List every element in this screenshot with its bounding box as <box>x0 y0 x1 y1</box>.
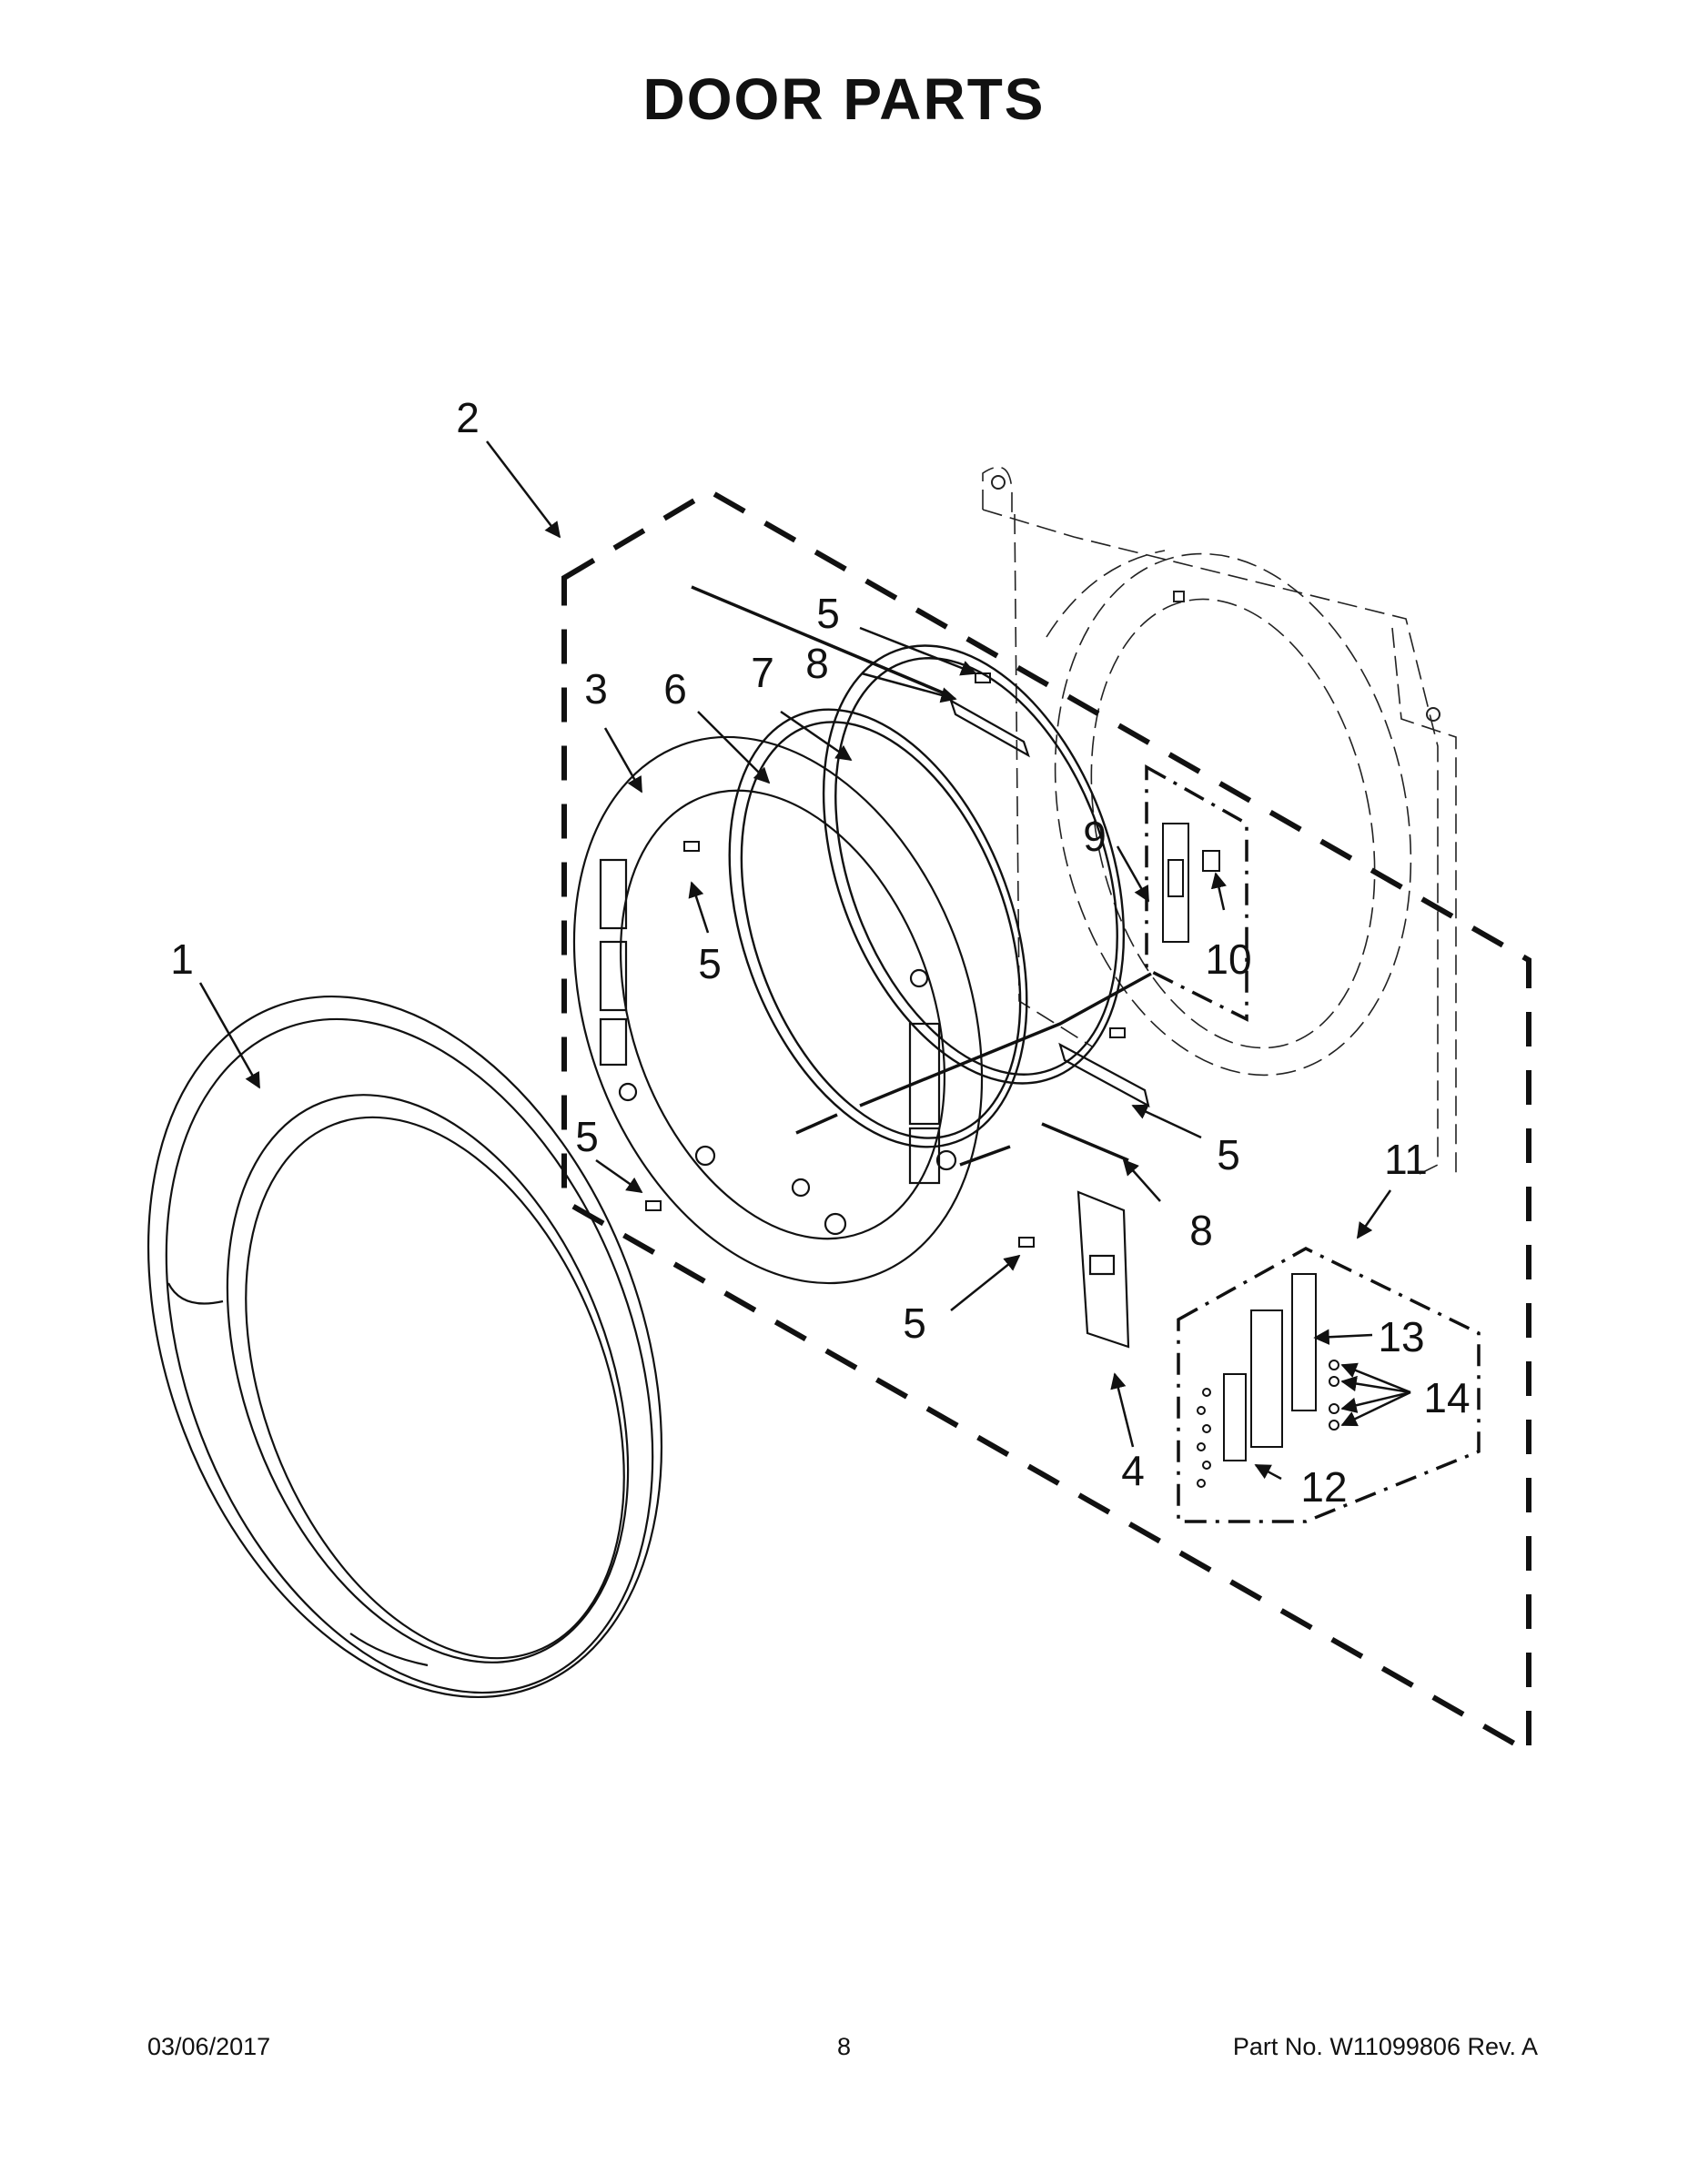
cabinet-panel-holes <box>991 475 1440 722</box>
footer-part-number: Part No. W11099806 Rev. A <box>1232 2033 1538 2060</box>
callout-13: 13 <box>1378 1313 1424 1360</box>
callout-5-frame: 5 <box>698 940 722 987</box>
callout-5-bottom: 5 <box>903 1299 926 1347</box>
callout-2: 2 <box>456 394 480 441</box>
inner-door-frame <box>572 735 984 1285</box>
footer-page-number: 8 <box>836 2033 852 2060</box>
outer-door-ring <box>147 996 662 1698</box>
callout-10: 10 <box>1205 935 1251 983</box>
callout-3: 3 <box>584 665 608 713</box>
callout-5-right: 5 <box>1217 1131 1240 1178</box>
callout-14: 14 <box>1423 1374 1470 1421</box>
alignment-lines <box>691 585 1152 1167</box>
door-assembly-group-boundary <box>561 488 1531 1757</box>
callout-11: 11 <box>1384 1136 1428 1183</box>
hinge-kit <box>1197 1273 1339 1488</box>
callout-6: 6 <box>663 665 687 713</box>
page-title: DOOR PARTS <box>642 66 1046 132</box>
leader-arrows <box>198 440 1411 1481</box>
door-latch <box>1162 823 1220 943</box>
callout-8-top: 8 <box>805 640 829 687</box>
callout-12: 12 <box>1300 1463 1347 1511</box>
screws <box>645 672 1126 1248</box>
hinge-kit-group-boundary <box>1177 1247 1481 1523</box>
door-glass <box>822 644 1126 1085</box>
callout-9: 9 <box>1083 813 1107 860</box>
callout-7: 7 <box>751 649 774 696</box>
callout-labels: 1 2 3 4 5 5 5 5 5 5 6 7 8 8 9 10 11 12 1… <box>170 394 1470 1511</box>
callout-5-left: 5 <box>575 1113 599 1160</box>
door-gasket <box>728 708 1028 1148</box>
callout-8-bottom: 8 <box>1189 1207 1213 1254</box>
callout-1: 1 <box>170 935 194 983</box>
hinge-cover <box>1076 1190 1130 1349</box>
footer-date: 03/06/2017 <box>147 2033 271 2060</box>
callout-4: 4 <box>1121 1447 1145 1494</box>
callout-5-top: 5 <box>816 590 840 637</box>
